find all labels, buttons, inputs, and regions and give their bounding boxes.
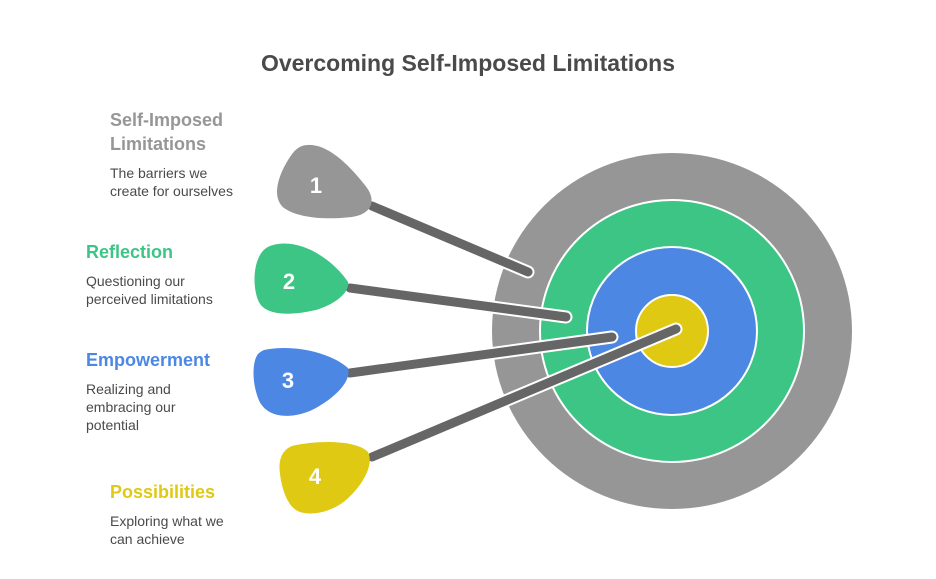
pin-3-number: 3 xyxy=(282,368,294,393)
arrow-1-shaft xyxy=(367,201,533,277)
arrow-3 xyxy=(343,330,619,380)
step-2-heading: Reflection xyxy=(86,242,174,262)
diagram-title: Overcoming Self-Imposed Limitations xyxy=(260,50,676,76)
pin-2: 2 xyxy=(254,243,349,314)
step-1-heading-line-1: Self-Imposed xyxy=(110,110,224,130)
pin-1: 1 xyxy=(277,144,372,219)
step-4-label: Possibilities Exploring what we can achi… xyxy=(110,480,280,548)
step-2-description: Questioning our perceived limitations xyxy=(86,273,213,307)
pin-4-shape xyxy=(279,442,370,514)
step-3-description: Realizing and embracing our potential xyxy=(86,381,176,433)
arrow-2 xyxy=(343,281,573,324)
pin-2-shape xyxy=(254,243,349,314)
step-1-label: Self-Imposed Limitations The barriers we… xyxy=(110,108,290,200)
step-1-heading-line-2: Limitations xyxy=(110,134,207,154)
arrow-4-shaft xyxy=(367,324,681,462)
pin-3: 3 xyxy=(253,348,349,416)
step-4-description: Exploring what we can achieve xyxy=(110,513,224,547)
step-3-heading: Empowerment xyxy=(86,350,211,370)
step-1-description: The barriers we create for ourselves xyxy=(110,165,233,199)
pin-2-number: 2 xyxy=(283,269,295,294)
arrow-2-shaft xyxy=(345,283,571,322)
pin-3-shape xyxy=(253,348,349,416)
pin-1-shape xyxy=(277,144,372,219)
pin-4-number: 4 xyxy=(309,464,322,489)
step-1-heading: Self-Imposed Limitations xyxy=(110,108,290,156)
arrow-1 xyxy=(365,199,535,279)
arrow-4 xyxy=(365,322,683,464)
step-3-label: Empowerment Realizing and embracing our … xyxy=(86,348,256,434)
step-2-label: Reflection Questioning our perceived lim… xyxy=(86,240,256,308)
step-4-heading: Possibilities xyxy=(110,482,216,502)
pin-4: 4 xyxy=(279,442,370,514)
arrow-3-shaft xyxy=(345,332,617,378)
pin-1-number: 1 xyxy=(310,173,322,198)
